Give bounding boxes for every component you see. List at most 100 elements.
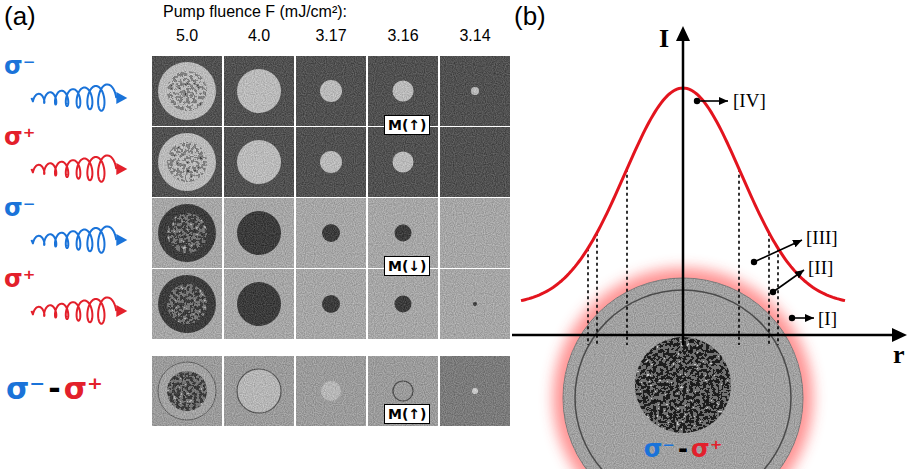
circular-polarization-helix [31, 226, 116, 252]
axis-arrowhead [676, 26, 690, 41]
polarization-label: σ⁻ [4, 53, 35, 81]
difference-label: σ⁻-σ⁺ [644, 436, 723, 464]
multidomain-core [635, 337, 731, 433]
region-boundary [738, 169, 740, 345]
panel-letter: (a) [4, 2, 36, 32]
image-noise [296, 127, 366, 197]
column-header: 4.0 [248, 27, 270, 45]
region-label: [IV] [733, 90, 766, 112]
image-tile [224, 198, 294, 268]
circular-polarization-helix [31, 297, 116, 323]
helix-arrowhead [116, 92, 127, 104]
axis-title: Pump fluence F (mJ/cm²): [163, 3, 347, 21]
axis-arrowhead [892, 328, 907, 342]
image-tile [296, 269, 366, 339]
polarization-label: σ⁻ [644, 436, 675, 464]
image-noise [440, 56, 510, 126]
column-header: 3.14 [459, 27, 490, 45]
column-header: 3.16 [387, 27, 418, 45]
polarization-label: σ⁺ [4, 124, 35, 152]
leader-arrows [694, 98, 814, 321]
image-noise [296, 56, 366, 126]
image-tile [296, 356, 366, 426]
polarization-label: σ⁻ [6, 372, 45, 407]
image-tile [296, 198, 366, 268]
image-tile [440, 269, 510, 339]
image-noise [368, 269, 438, 339]
panel-letter: (b) [514, 2, 546, 32]
image-tile [224, 127, 294, 197]
circular-polarization-helix [31, 84, 116, 110]
image-noise [440, 269, 510, 339]
image-noise [152, 56, 222, 126]
image-tile [224, 56, 294, 126]
image-tile [152, 127, 222, 197]
helix-arrowhead [116, 305, 127, 317]
image-tile [224, 356, 294, 426]
column-header: 3.17 [315, 27, 346, 45]
image-tile [152, 269, 222, 339]
image-noise [296, 269, 366, 339]
column-header: 5.0 [176, 27, 198, 45]
image-noise [224, 269, 294, 339]
image-tile [224, 269, 294, 339]
minus-sign: - [678, 436, 688, 464]
polarization-label: σ⁻ [4, 195, 35, 223]
image-tile [152, 198, 222, 268]
image-noise [296, 356, 366, 426]
image-tile [296, 127, 366, 197]
axis-label: r [893, 340, 905, 370]
region-boundary [587, 248, 589, 345]
image-noise [368, 356, 438, 426]
region-label: [II] [808, 257, 833, 279]
minus-sign: - [48, 372, 60, 407]
image-noise [296, 198, 366, 268]
polarization-icons [31, 84, 127, 323]
image-tile [368, 127, 438, 197]
image-tile [368, 356, 438, 426]
polarization-label: σ⁺ [64, 372, 103, 407]
image-noise [152, 198, 222, 268]
helix-arrowhead [116, 234, 127, 246]
region-boundary [596, 233, 598, 345]
image-noise [224, 198, 294, 268]
region-boundary [626, 169, 628, 345]
difference-label: σ⁻-σ⁺ [6, 372, 103, 407]
polarization-label: σ⁺ [691, 436, 722, 464]
image-noise [152, 127, 222, 197]
region-boundary [768, 233, 770, 345]
region-boundary [777, 248, 779, 345]
region-label: [I] [818, 308, 837, 330]
image-noise [152, 269, 222, 339]
helix-arrowhead [116, 163, 127, 175]
leader-arrow [754, 240, 802, 262]
image-noise [224, 356, 294, 426]
image-tile [296, 56, 366, 126]
magnetization-tag: M(↑) [384, 115, 430, 135]
leader-arrow [792, 317, 814, 319]
image-tile [368, 269, 438, 339]
intensity-axis [682, 40, 685, 345]
circular-polarization-helix [31, 155, 116, 181]
magnetization-tag: M(↓) [384, 256, 430, 276]
image-noise [152, 356, 222, 426]
image-tile [440, 356, 510, 426]
image-noise [440, 127, 510, 197]
polarization-label: σ⁺ [4, 266, 35, 294]
image-noise [224, 56, 294, 126]
magnetization-tag: M(↑) [384, 404, 430, 424]
region-label: [III] [806, 227, 838, 249]
image-tile [440, 198, 510, 268]
image-noise [224, 127, 294, 197]
axis-label: I [659, 24, 669, 54]
leader-arrow [697, 100, 728, 102]
image-noise [368, 127, 438, 197]
image-tile [152, 56, 222, 126]
image-tile [440, 56, 510, 126]
leader-arrow [773, 270, 804, 292]
radius-axis [512, 334, 893, 337]
image-noise [440, 198, 510, 268]
image-noise [440, 356, 510, 426]
